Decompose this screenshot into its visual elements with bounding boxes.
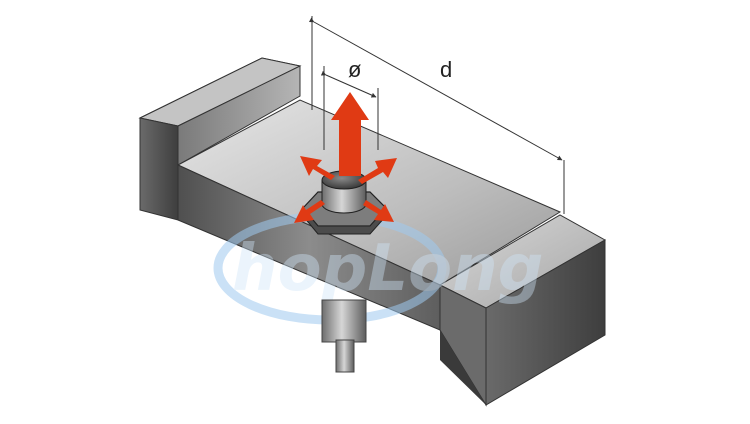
- sensor-body: [321, 299, 367, 343]
- distance-label: d: [440, 57, 452, 82]
- left-end-face: [139, 117, 179, 221]
- dimension-lines: [308, 16, 565, 214]
- distance-dimension-line: [308, 17, 563, 161]
- diameter-label: ø: [348, 57, 361, 82]
- watermark-text: hopLong: [232, 232, 543, 306]
- arrow-lower-right: [363, 200, 394, 222]
- arrow-lower-left: [294, 200, 325, 223]
- right-block-side: [485, 239, 606, 406]
- sensor-cable: [335, 339, 355, 373]
- arrow-upper-right: [358, 158, 397, 184]
- arrow-upper-left: [300, 156, 335, 180]
- brand-watermark: hopLong: [213, 211, 543, 325]
